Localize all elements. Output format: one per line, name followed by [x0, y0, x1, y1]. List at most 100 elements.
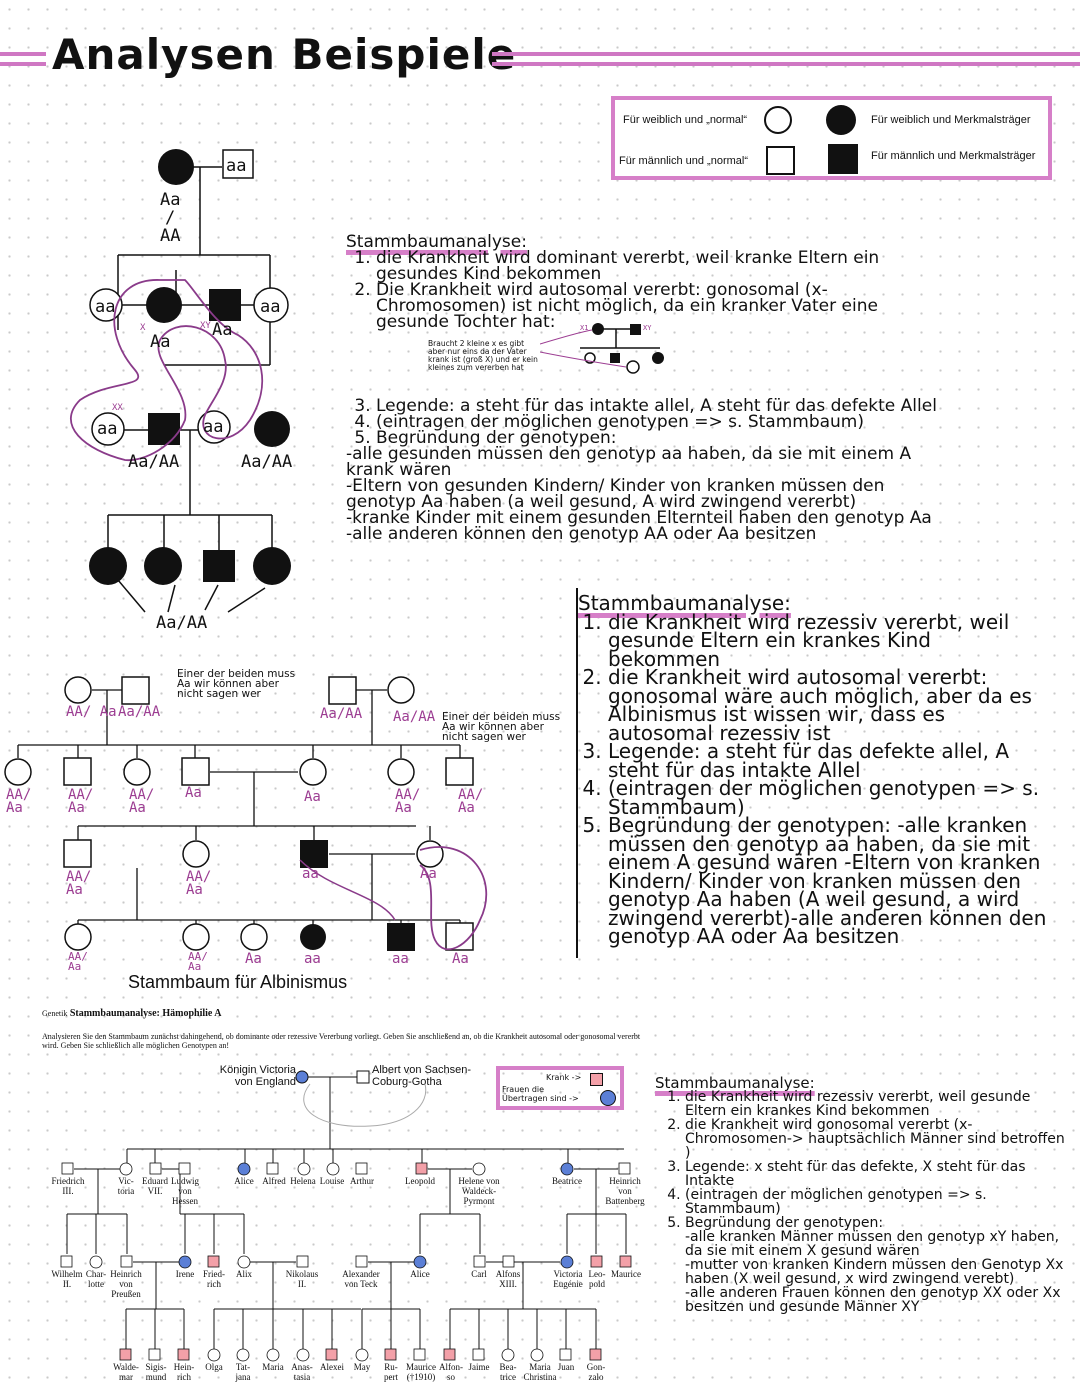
t2-l10: AA/ Aa [395, 787, 421, 816]
legend-male-affected: Für männlich und Merkmalsträger [871, 150, 1036, 162]
ws-gen3-4: Fried- rich [203, 1269, 225, 1289]
note2-item-2: die Krankheit wird autosomal vererbt: go… [608, 667, 1048, 743]
t1-g3-2: Aa/AA [128, 452, 180, 472]
t2-l7: AA/ Aa [129, 787, 155, 816]
note3-item-2: die Krankheit wird gonosomal vererbt (x-… [685, 1118, 1065, 1160]
ws-gen2-5: Alfred [262, 1176, 286, 1186]
note2-item-1: die Krankheit wird rezessiv vererbt, wei… [608, 612, 1048, 669]
ws-gen2-3: Ludwig von Hessen [171, 1176, 199, 1206]
note1-extra-3: -kranke Kinder mit einem gesunden Eltern… [346, 508, 932, 528]
ws-gen3-6: Nikolaus II. [285, 1269, 319, 1289]
ws-gen2-8: Arthur [350, 1176, 374, 1186]
ws-gen3-12: Leo- pold [588, 1269, 606, 1289]
ws-head-bold: Stammbaumanalyse: Hämophilie A [69, 1008, 222, 1019]
ws-gen3-3: Irene [175, 1269, 195, 1279]
ws-gen3-1: Char- lotte [85, 1269, 107, 1289]
ws-gen4-11: Alfon- so [439, 1362, 463, 1382]
ws-albert: Albert von Sachsen-Coburg-Gotha [372, 1064, 472, 1088]
t1-xy-note: XY [200, 321, 211, 331]
t2-l5: AA/ Aa [6, 787, 32, 816]
analysis-albinism: Stammbaumanalyse: die Krankheit wird rez… [578, 591, 1048, 946]
legend-female-normal: Für weiblich und „normal“ [623, 114, 748, 126]
ws-gen3-10: Alfons XIII. [495, 1269, 521, 1289]
note1-item-1: die Krankheit wird dominant vererbt, wei… [376, 250, 946, 283]
ws-gen4-5: Maria [262, 1362, 284, 1372]
analysis-dominant: Stammbaumanalyse: die Krankheit wird dom… [346, 234, 946, 544]
ws-gen2-12: Heinrich von Battenberg [605, 1176, 645, 1206]
mini-explanation: Braucht 2 kleine x es gibt aber nur eins… [428, 339, 538, 372]
t1-g2-2: Aa [150, 332, 171, 352]
ws-gen4-2: Hein- rich [173, 1362, 195, 1382]
ws-gen2-11: Beatrice [552, 1176, 582, 1186]
analysis-haemophilia: Stammbaumanalyse: die Krankheit wird rez… [655, 1074, 1065, 1315]
note3-extra-3: -alle anderen Frauen können den genotyp … [685, 1285, 1061, 1315]
title-bar-left-2 [0, 62, 46, 66]
note1-item-3: Legende: a steht für das intakte allel, … [376, 398, 946, 415]
ws-gen4-4: Tat- jana [235, 1362, 251, 1382]
note2-heading: Stammbaumanalyse: [578, 591, 791, 615]
t1-x-note: X [140, 323, 146, 333]
t1-g1-geno: Aa [160, 190, 181, 210]
t1-g3-4: Aa/AA [241, 452, 293, 472]
ws-head-small: Genetik [42, 1009, 68, 1018]
ws-gen4-3: Olga [205, 1362, 223, 1372]
note3-extra-1: -alle kranken Männer müssen den genotyp … [685, 1229, 1060, 1259]
note2-item-3: Legende: a steht für das defekte allel, … [608, 741, 1048, 780]
t2-l1: AA/ Aa [66, 704, 117, 720]
symbol-legend: Für weiblich und „normal“ Für männlich u… [611, 96, 1052, 180]
sick-swatch [590, 1073, 603, 1086]
note2-item-5: Begründung der genotypen: -alle kranken … [608, 815, 1048, 946]
ws-victoria: Königin Victoria von England [219, 1064, 296, 1088]
ws-gen3-2: Heinrich von Preußen [110, 1269, 142, 1299]
ws-gen4-6: Anas- tasia [291, 1362, 313, 1382]
t2-l14: aa [302, 866, 319, 882]
ws-gen2-9: Leopold [405, 1176, 435, 1186]
t2-l16: AA/ Aa [68, 950, 88, 973]
note3-heading: Stammbaumanalyse: [655, 1074, 815, 1092]
note2-margin-line [576, 588, 578, 958]
ws-legend-carrier: Frauen die Übertragen sind -> [502, 1085, 579, 1103]
note1-item-4: (eintragen der möglichen genotypen => s.… [376, 414, 946, 431]
legend-symbols [764, 105, 858, 175]
t2-l2: Aa/AA [118, 704, 161, 720]
t2-l11: AA/ Aa [458, 787, 484, 816]
t2-caption: Stammbaum für Albinismus [128, 972, 348, 992]
ws-gen3-5: Alix [235, 1269, 252, 1279]
t1-xx-note: XX [112, 403, 123, 413]
t2-l9: Aa [304, 789, 321, 805]
note3-item-4: (eintragen der möglichen genotypen => s.… [685, 1188, 1065, 1216]
pedigree-dominant [70, 149, 291, 613]
ws-gen4-14: Maria Christina [523, 1362, 557, 1382]
t1-g1-slash: / [165, 208, 176, 228]
note1-extra-4: -alle anderen können den genotyp AA oder… [346, 524, 817, 544]
ws-gen2-0: Friedrich III. [51, 1176, 85, 1196]
ws-gen2-10: Helene von Waldeck- Pyrmont [458, 1176, 500, 1206]
t1-g2-1: aa [95, 297, 116, 317]
ws-gen2-4: Alice [234, 1176, 254, 1186]
carrier-swatch [600, 1090, 616, 1106]
t2-l15: Aa [420, 866, 437, 882]
ws-gen2-7: Louise [319, 1176, 345, 1186]
t2-l21: Aa [452, 951, 469, 967]
t2-l8: Aa [185, 785, 202, 801]
pedigree-haemophilia [60, 1070, 632, 1362]
t1-g4: Aa/AA [156, 613, 208, 633]
mini-label-x1: X1 [580, 324, 589, 332]
ws-gen4-1: Sigis- mund [145, 1362, 167, 1382]
note3-item-1: die Krankheit wird rezessiv vererbt, wei… [685, 1090, 1065, 1118]
pedigree-albinism [4, 676, 488, 951]
note1-extra-1: -alle gesunden müssen den genotyp aa hab… [346, 444, 912, 480]
worksheet-header: Genetik Stammbaumanalyse: Hämophilie A [42, 1008, 222, 1019]
ws-gen4-0: Walde- mar [113, 1362, 139, 1382]
t1-g3-3: aa [203, 417, 224, 437]
title-bar-right-2 [492, 62, 1080, 66]
ws-gen3-0: Wilhelm II. [51, 1269, 83, 1289]
t2-l19: aa [304, 951, 321, 967]
note3-item-5: Begründung der genotypen: [685, 1216, 1065, 1230]
t2-l4: Aa/AA [393, 709, 436, 725]
ws-gen3-7: Alexander von Teck [342, 1269, 380, 1289]
ws-gen3-9: Carl [471, 1269, 487, 1279]
t2-l17: AA/ Aa [188, 950, 208, 973]
t2-note-right: Einer der beiden muss Aa wir können aber… [442, 711, 561, 743]
